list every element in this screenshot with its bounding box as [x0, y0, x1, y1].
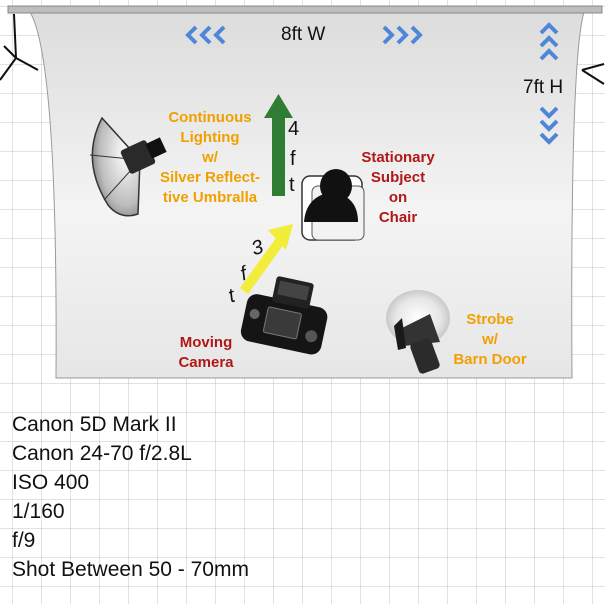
umbrella-light-icon	[89, 116, 167, 217]
backdrop-width-label: 8ft W	[281, 24, 326, 45]
backdrop-top-bar	[7, 5, 603, 14]
camera-specs: Canon 5D Mark II Canon 24-70 f/2.8L ISO …	[12, 410, 249, 584]
right-stand-icon	[581, 63, 605, 85]
spec-iso: ISO 400	[12, 471, 90, 494]
spec-aperture: f/9	[12, 529, 36, 552]
camera-label: Moving Camera	[178, 334, 234, 371]
spec-lens: Canon 24-70 f/2.8L	[12, 442, 192, 465]
strobe-label: Strobe w/ Barn Door	[453, 311, 527, 368]
height-down-chevrons-icon	[539, 106, 559, 145]
backdrop-distance-unit-t: t	[289, 174, 295, 196]
left-stand-icon	[0, 13, 39, 81]
continuous-lighting-label: Continuous Lighting w/ Silver Reflect- t…	[159, 109, 261, 206]
backdrop-distance-unit-f: f	[290, 148, 296, 170]
camera-distance-arrow	[240, 224, 293, 294]
height-up-chevrons-icon	[539, 22, 559, 61]
subject-label: Stationary Subject on Chair	[361, 149, 435, 226]
camera-icon	[240, 276, 328, 355]
width-left-chevrons-icon	[185, 25, 226, 45]
backdrop-height-label: 7ft H	[523, 77, 564, 98]
subject-icon	[301, 169, 365, 241]
width-right-chevrons-icon	[382, 25, 423, 45]
spec-shutter: 1/160	[12, 500, 65, 523]
spec-focal-range: Shot Between 50 - 70mm	[12, 558, 249, 581]
backdrop-distance-digit: 4	[288, 118, 300, 140]
backdrop-distance-arrow	[264, 94, 293, 196]
strobe-icon	[386, 290, 450, 374]
spec-camera-body: Canon 5D Mark II	[12, 413, 177, 436]
